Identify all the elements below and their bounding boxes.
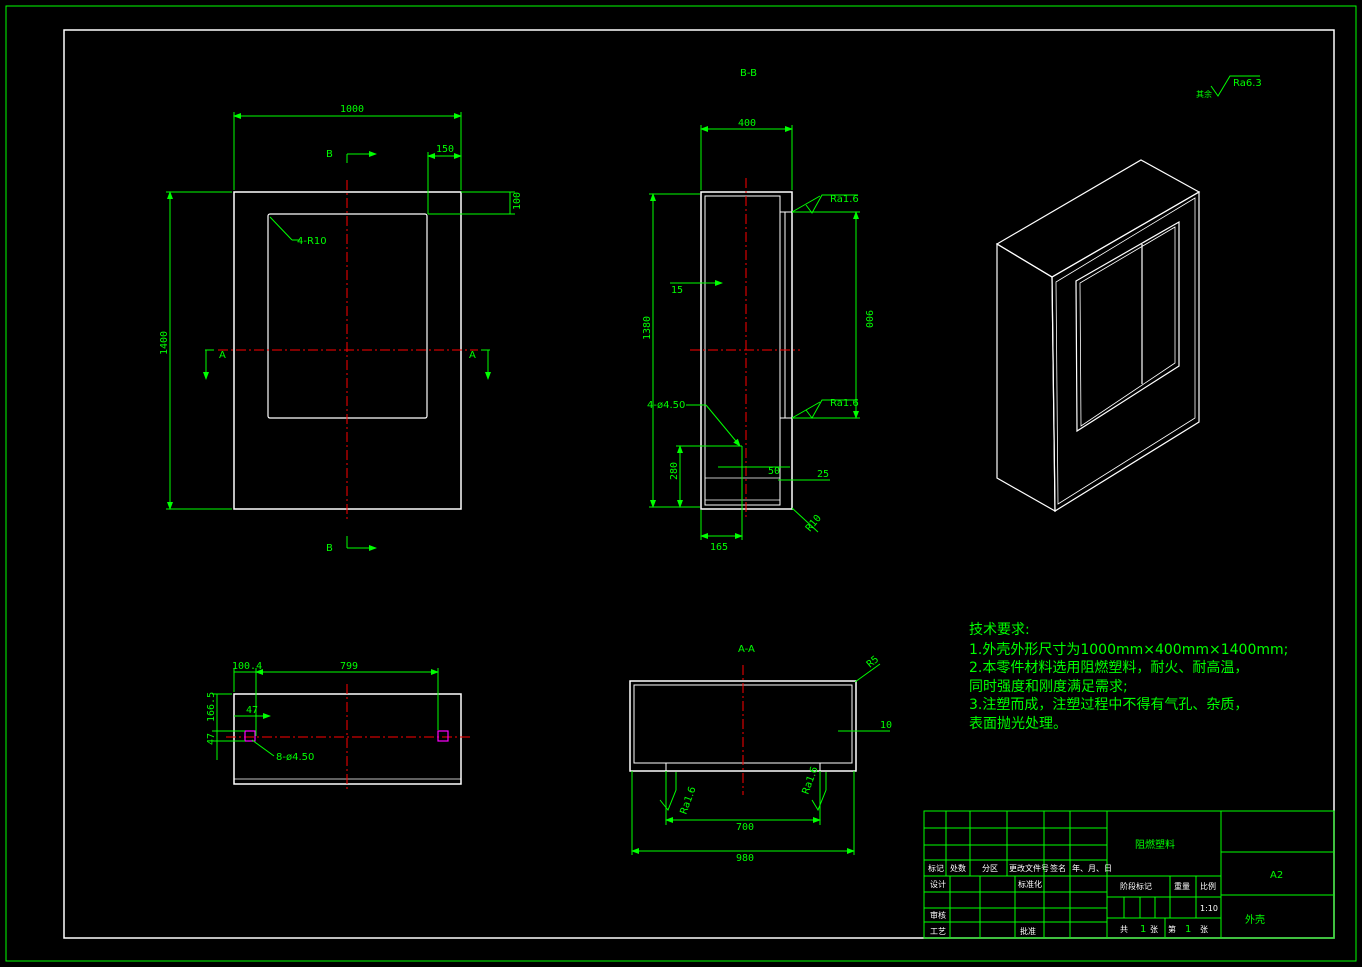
dim-10: 10 <box>880 720 892 731</box>
tb-total: 1 <box>1140 924 1146 935</box>
dim-799: 799 <box>340 661 358 672</box>
tb-no: 1 <box>1185 924 1191 935</box>
label-8-holes: 8-ø4.50 <box>276 752 314 763</box>
dim-1400: 1400 <box>159 331 170 355</box>
tb-part-name: 外壳 <box>1245 913 1265 926</box>
iso-top-face <box>995 159 1201 278</box>
title-block <box>923 810 1335 939</box>
tb-process: 工艺 <box>930 927 946 936</box>
isometric-view <box>995 159 1201 513</box>
dim-1000: 1000 <box>340 104 364 115</box>
section-a-right: A <box>469 350 476 361</box>
leader-line <box>705 404 741 447</box>
label-4-r10: 4-R10 <box>297 236 327 247</box>
section-b-bottom: B <box>326 543 333 554</box>
tb-approve: 批准 <box>1020 926 1036 936</box>
inner-frame <box>63 29 1335 939</box>
tb-sheet-size: A2 <box>1270 870 1283 881</box>
general-roughness: 其余 Ra6.3 <box>1196 75 1262 99</box>
tb-signature: 签名 <box>1050 863 1066 873</box>
hole-left <box>244 730 256 742</box>
radius-r5: R5 <box>865 654 881 670</box>
tb-review: 审核 <box>930 910 946 920</box>
iso-window-inner <box>1079 226 1176 427</box>
dim-100-4: 100.4 <box>232 661 262 672</box>
dim-700: 700 <box>736 822 754 833</box>
notes-line-3: 同时强度和刚度满足需求; <box>969 679 1128 695</box>
dim-1380: 1380 <box>642 316 653 340</box>
notes-line-1: 1.外壳外形尺寸为1000mm×400mm×1400mm; <box>969 641 1288 658</box>
outer-frame <box>5 5 1357 962</box>
roughness-bottom: Ra1.6 <box>830 398 859 409</box>
roughness-right: Ra1.6 <box>800 765 820 796</box>
iso-window <box>1075 220 1180 433</box>
tb-ratio: 比例 <box>1200 881 1216 891</box>
tb-mark: 标记 <box>928 863 944 873</box>
tb-unit: 张 <box>1150 925 1158 934</box>
leader-line <box>791 507 819 533</box>
bottom-view: 100.4 799 47 166.5 47 8-ø4.50 <box>206 661 470 790</box>
roughness-symbol <box>805 399 858 419</box>
notes-title: 技术要求: <box>969 622 1030 638</box>
section-bb-view: B-B 400 1380 900 15 4-ø4.50 280 <box>642 68 874 553</box>
dim-47-v: 47 <box>206 733 217 745</box>
label-4-holes: 4-ø4.50 <box>647 400 685 411</box>
tb-stage-mark: 阶段标记 <box>1120 881 1152 891</box>
dim-900: 900 <box>863 310 874 328</box>
tb-unit2: 张 <box>1200 925 1208 934</box>
dim-100: 100 <box>512 192 523 210</box>
dim-150: 150 <box>436 144 454 155</box>
tb-change-doc: 更改文件号 <box>1009 863 1049 873</box>
tb-count: 处数 <box>950 863 966 873</box>
tb-scale: 1:10 <box>1200 904 1218 913</box>
tb-material: 阻燃塑料 <box>1135 838 1175 851</box>
dim-165: 165 <box>710 542 728 553</box>
tb-weight: 重量 <box>1174 881 1190 891</box>
tb-zone: 分区 <box>982 864 998 873</box>
dim-47-h: 47 <box>246 705 258 716</box>
section-aa-title: A-A <box>738 644 755 655</box>
tb-design: 设计 <box>930 879 946 889</box>
tb-no-label: 第 <box>1168 924 1176 934</box>
section-b-top: B <box>326 149 333 160</box>
title-block-text: 标记 处数 分区 更改文件号 签名 年、月、日 设计 标准化 审核 工艺 批准 … <box>928 838 1283 936</box>
leader-line <box>251 739 275 757</box>
leader-line <box>269 216 293 241</box>
front-view: 1000 150 100 1400 4-R10 B B A A <box>159 104 523 554</box>
dim-25: 25 <box>817 469 829 480</box>
dim-15: 15 <box>671 285 683 296</box>
roughness-symbol <box>805 194 858 214</box>
dim-166-5: 166.5 <box>206 692 217 722</box>
roughness-leader <box>791 195 821 213</box>
tb-total-label: 共 <box>1120 925 1128 934</box>
dim-280: 280 <box>669 462 680 480</box>
leader-line <box>854 663 881 683</box>
roughness-left: Ra1.6 <box>678 785 698 816</box>
tb-date: 年、月、日 <box>1072 863 1112 873</box>
iso-front-inner <box>1055 197 1196 505</box>
tb-standard: 标准化 <box>1018 879 1042 889</box>
radius-r10: R10 <box>804 513 824 534</box>
roughness-top: Ra1.6 <box>830 194 859 205</box>
iso-side-face <box>996 242 1056 513</box>
dim-400: 400 <box>738 118 756 129</box>
hole-right <box>437 730 449 742</box>
notes-line-2: 2.本零件材料选用阻燃塑料，耐火、耐高温， <box>969 659 1248 676</box>
aa-outer <box>629 680 857 772</box>
section-aa-view: A-A R5 10 700 980 Ra1.6 Ra1.6 <box>629 644 892 864</box>
section-a-left: A <box>219 350 226 361</box>
notes-line-5: 表面抛光处理。 <box>969 716 1067 732</box>
roughness-symbol <box>659 772 677 811</box>
technical-notes: 技术要求: 1.外壳外形尺寸为1000mm×400mm×1400mm; 2.本零… <box>969 622 1288 732</box>
roughness-general-value: Ra6.3 <box>1233 78 1262 89</box>
dim-50: 50 <box>768 466 780 477</box>
roughness-symbol <box>1210 75 1260 97</box>
section-bb-title: B-B <box>740 68 757 79</box>
roughness-symbol <box>811 772 827 812</box>
dim-980: 980 <box>736 853 754 864</box>
roughness-general-label: 其余 <box>1196 89 1212 99</box>
notes-line-4: 3.注塑而成，注塑过程中不得有气孔、杂质， <box>969 696 1248 713</box>
